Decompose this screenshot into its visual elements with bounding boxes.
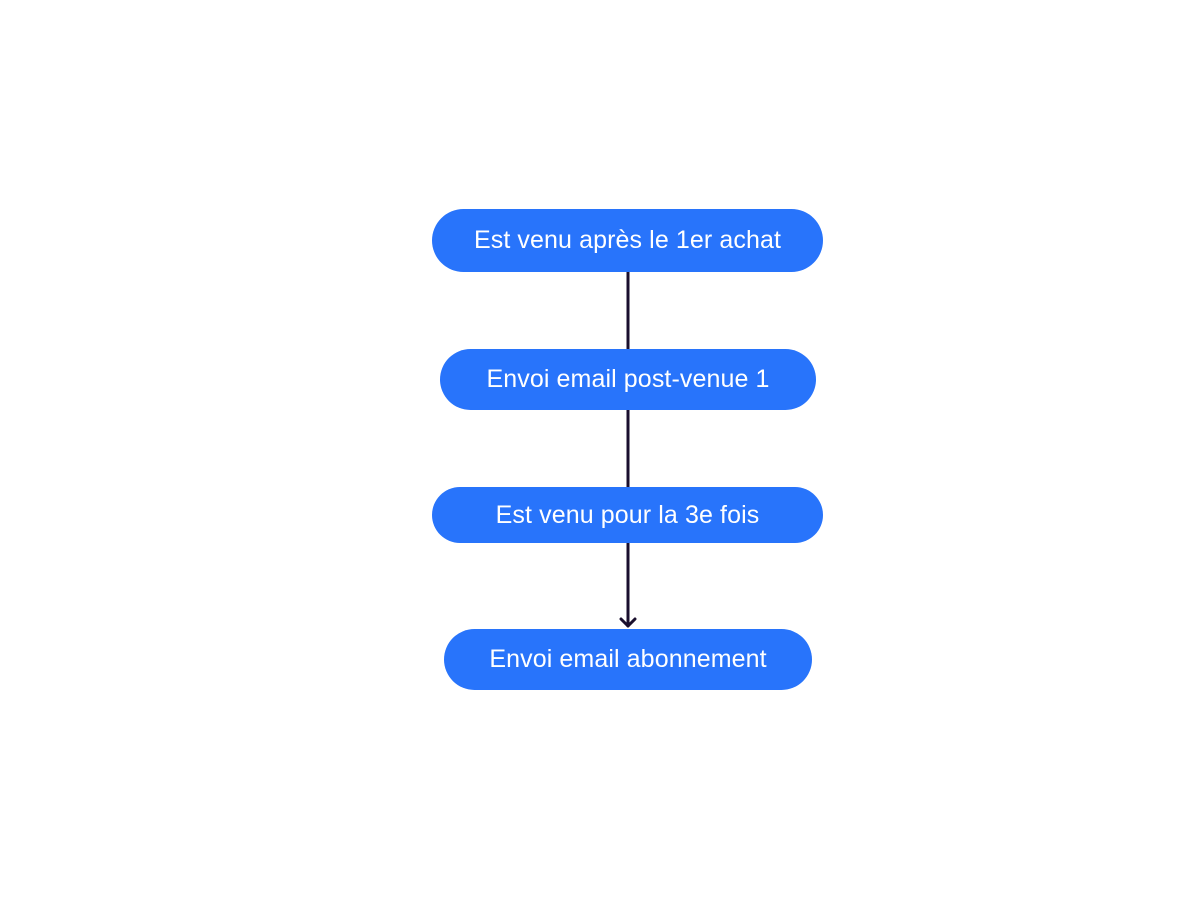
flow-node-label: Est venu pour la 3e fois (495, 500, 760, 529)
flow-node-label: Envoi email post-venue 1 (486, 365, 770, 393)
arrow-down-icon (619, 617, 637, 628)
flow-node-send-subscription-email: Envoi email abonnement (444, 629, 812, 690)
flow-node-label: Est venu après le 1er achat (473, 226, 782, 254)
flow-node-send-post-visit-email: Envoi email post-venue 1 (440, 349, 816, 410)
flow-node-came-after-first-purchase: Est venu après le 1er achat (432, 209, 823, 272)
flow-node-came-third-time: Est venu pour la 3e fois (432, 487, 823, 543)
flow-node-label: Envoi email abonnement (489, 645, 767, 673)
